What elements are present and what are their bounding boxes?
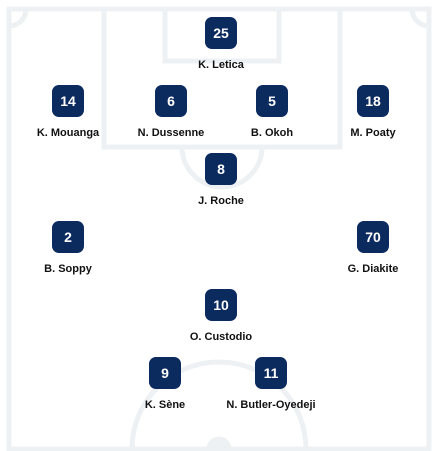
player-name: B. Soppy: [44, 263, 92, 275]
player-left-midfielder[interactable]: 2 B. Soppy: [0, 221, 138, 275]
shirt-number-badge[interactable]: 11: [255, 357, 287, 389]
player-right-midfielder[interactable]: 70 G. Diakite: [303, 221, 438, 275]
shirt-number-badge[interactable]: 14: [52, 85, 84, 117]
shirt-number-badge[interactable]: 18: [357, 85, 389, 117]
shirt-number-badge[interactable]: 70: [357, 221, 389, 253]
shirt-number-badge[interactable]: 10: [205, 289, 237, 321]
player-name: N. Butler-Oyedeji: [226, 399, 316, 411]
player-centre-back-right[interactable]: 5 B. Okoh: [202, 85, 342, 139]
shirt-number-badge[interactable]: 8: [205, 153, 237, 185]
player-striker-left[interactable]: 9 K. Sène: [95, 357, 235, 411]
player-right-back[interactable]: 18 M. Poaty: [303, 85, 438, 139]
player-centre-back-left[interactable]: 6 N. Dussenne: [101, 85, 241, 139]
player-left-back[interactable]: 14 K. Mouanga: [0, 85, 138, 139]
player-name: G. Diakite: [347, 263, 399, 275]
player-name: M. Poaty: [350, 127, 396, 139]
player-name: K. Mouanga: [36, 127, 100, 139]
player-name: O. Custodio: [189, 331, 253, 343]
player-name: B. Okoh: [250, 127, 294, 139]
shirt-number-badge[interactable]: 9: [149, 357, 181, 389]
player-attacking-midfielder[interactable]: 10 O. Custodio: [151, 289, 291, 343]
player-name: J. Roche: [198, 195, 244, 207]
player-defensive-midfielder[interactable]: 8 J. Roche: [151, 153, 291, 207]
player-goalkeeper[interactable]: 25 K. Letica: [151, 17, 291, 71]
player-name: N. Dussenne: [137, 127, 205, 139]
shirt-number-badge[interactable]: 5: [256, 85, 288, 117]
shirt-number-badge[interactable]: 6: [155, 85, 187, 117]
player-striker-right[interactable]: 11 N. Butler-Oyedeji: [201, 357, 341, 411]
shirt-number-badge[interactable]: 2: [52, 221, 84, 253]
player-name: K. Letica: [198, 59, 244, 71]
shirt-number-badge[interactable]: 25: [205, 17, 237, 49]
player-name: K. Sène: [144, 399, 186, 411]
